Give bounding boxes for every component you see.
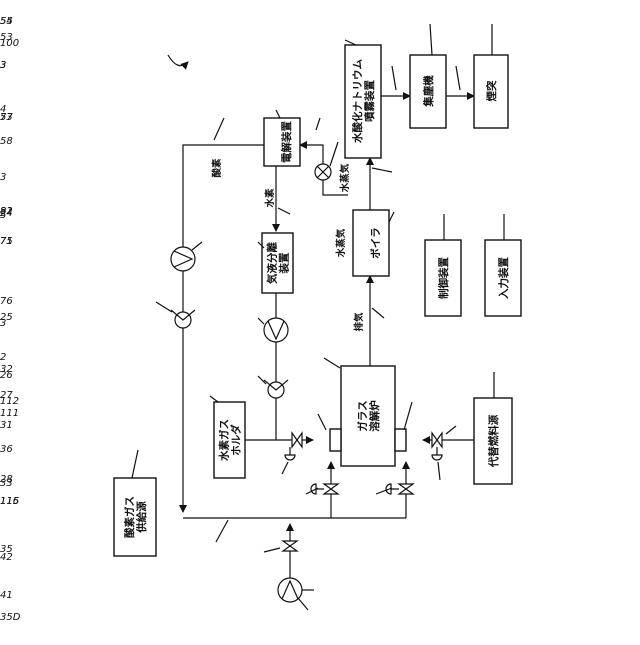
oxygen-flow-label: 酸素	[211, 158, 223, 178]
valve-icon	[292, 433, 302, 447]
glass-furnace-label: ガラス溶解炉	[356, 400, 381, 432]
hydrogen-flow-label: 水素	[264, 188, 276, 208]
valve-icon	[399, 484, 413, 494]
controller-box: 制御装置	[425, 240, 461, 316]
glass-furnace-box: ガラス溶解炉	[330, 366, 406, 466]
pressure-regulator-icon	[285, 447, 295, 460]
oxygen-gas-source-box: 酸素ガス供給源	[114, 478, 156, 556]
ref-35D: 35D	[0, 612, 21, 623]
ref-76: 76	[0, 296, 13, 307]
electrolyzer-box: 電解装置	[264, 118, 300, 166]
pump-icon	[171, 247, 195, 271]
ref-3-collector-out: 3	[0, 60, 6, 71]
ref-53: 53	[0, 32, 13, 43]
boiler-label: ボイラ	[369, 227, 382, 259]
ref-32: 32	[0, 364, 13, 375]
valve-icon	[283, 541, 297, 551]
ref-41: 41	[0, 590, 13, 601]
ref-3-exhaust: 3	[0, 318, 6, 329]
flow-meter-icon	[315, 164, 331, 180]
alt-fuel-source-label: 代替燃料源	[487, 414, 500, 468]
input-device-box: 入力装置	[485, 240, 521, 316]
ref-3-boiler-out: 3	[0, 172, 6, 183]
ref-33: 33	[0, 478, 13, 489]
pressure-regulator-icon	[432, 447, 442, 460]
controller-label: 制御装置	[437, 257, 450, 299]
ref-42: 42	[0, 552, 13, 563]
chimney-label: 煙突	[485, 80, 498, 101]
chimney-box: 煙突	[474, 55, 508, 128]
input-device-label: 入力装置	[497, 257, 510, 299]
boiler-steam-label: 水蒸気	[335, 228, 347, 257]
naoh-sprayer-box: 水酸化ナトリウム噴霧装置	[345, 45, 381, 158]
pressure-regulator-icon	[311, 484, 324, 494]
check-valve-icon	[264, 380, 288, 398]
ref-112: 112	[0, 396, 19, 407]
reference-arrow-icon	[168, 55, 188, 66]
dust-collector-label: 集塵機	[422, 75, 435, 108]
pump-icon	[264, 318, 288, 342]
alt-fuel-source-box: 代替燃料源	[474, 398, 512, 484]
dust-collector-box: 集塵機	[410, 55, 446, 128]
gas-liquid-separator-box: 気液分離装置	[262, 233, 293, 293]
valve-icon	[432, 433, 442, 447]
boiler-box: ボイラ	[353, 210, 389, 276]
steam-line-label: 水蒸気	[339, 163, 351, 192]
electrolyzer-label: 電解装置	[280, 121, 293, 163]
ref-31: 31	[0, 420, 13, 431]
ref-75: 75	[0, 236, 13, 247]
check-valve-icon	[171, 310, 195, 328]
oxygen-gas-source-label: 酸素ガス供給源	[123, 496, 148, 538]
ref-116: 116	[0, 496, 19, 507]
ref-57: 57	[0, 112, 13, 123]
hydrogen-holder-label: 水素ガスホルダ	[218, 419, 243, 462]
ref-36: 36	[0, 444, 13, 455]
exhaust-flow-label: 排気	[353, 312, 365, 332]
hydrogen-holder-box: 水素ガスホルダ	[214, 402, 245, 478]
ref-58: 58	[0, 136, 13, 147]
ref-55: 55	[0, 16, 13, 27]
ref-111: 111	[0, 408, 19, 419]
valve-icon	[324, 484, 338, 494]
ref-2: 2	[0, 352, 6, 363]
ref-82: 82	[0, 206, 13, 217]
